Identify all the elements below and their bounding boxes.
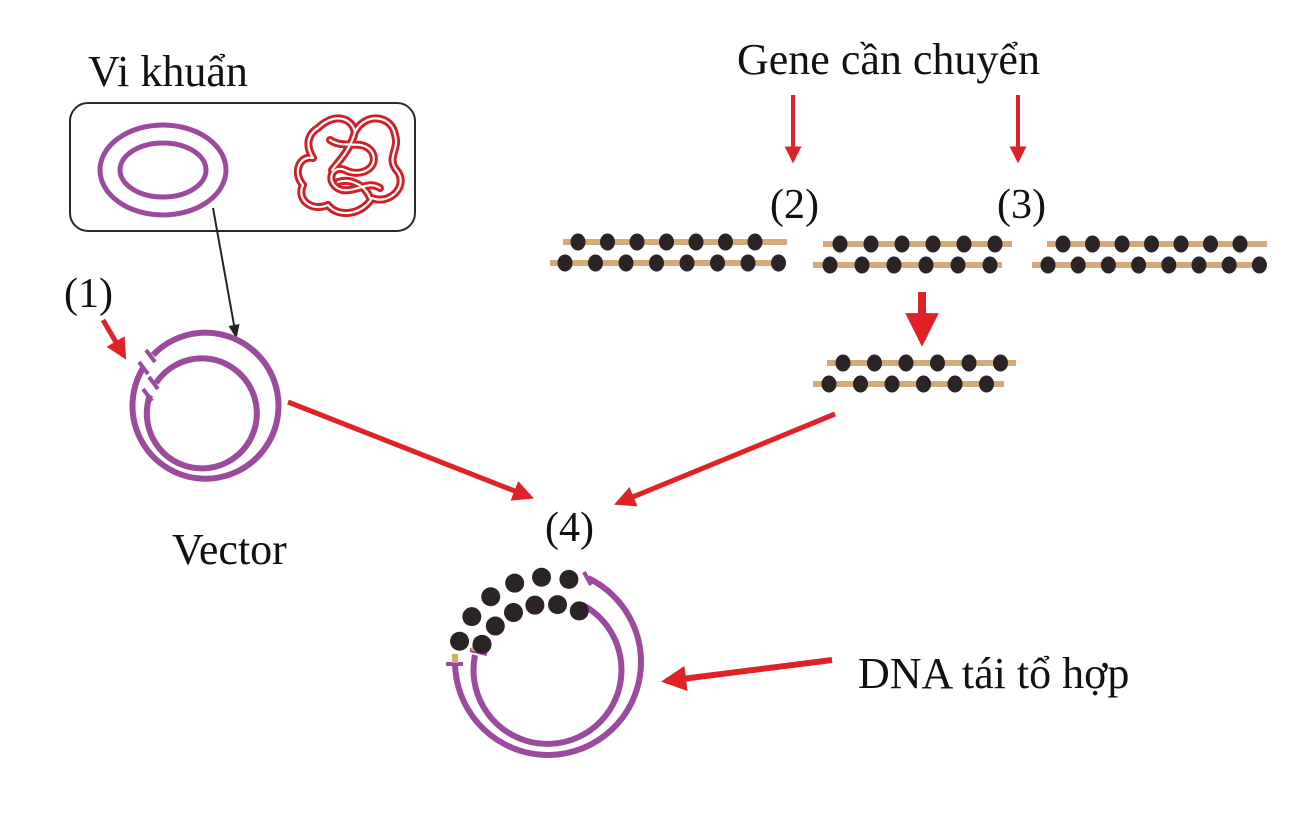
nucleotide: [853, 375, 868, 393]
cut-site-mark: [144, 348, 157, 364]
nucleotide: [987, 235, 1003, 253]
nucleotide: [557, 254, 573, 272]
cut-site-mark: [137, 360, 150, 376]
extraction-pointer-arrow: [212, 207, 240, 339]
nucleotide: [1040, 256, 1056, 274]
nucleotide: [740, 254, 756, 272]
nucleotide: [1144, 235, 1159, 253]
nucleotide: [822, 256, 838, 274]
nucleotide: [771, 254, 786, 272]
cut-site-mark: [141, 387, 154, 403]
nucleotide: [532, 567, 552, 587]
nucleotide: [947, 375, 963, 393]
bacterial-chromosome: [293, 114, 405, 217]
nucleotide: [916, 375, 931, 393]
nucleotide: [961, 354, 977, 372]
cut-site-mark: [147, 375, 160, 391]
nucleotide: [548, 595, 568, 615]
nucleotide: [688, 233, 704, 251]
nucleotide: [485, 616, 505, 636]
bacteria-label: Vi khuẩn: [88, 47, 248, 96]
bacteria-cell: [69, 102, 416, 232]
nucleotide: [481, 587, 501, 607]
nucleotide: [979, 375, 994, 393]
nucleotide: [918, 256, 934, 274]
nucleotide: [679, 254, 695, 272]
nucleotide: [993, 354, 1008, 372]
nucleotide: [1203, 235, 1218, 253]
gene-to-transfer-label: Gene cần chuyển: [737, 35, 1040, 84]
nucleotide: [950, 256, 966, 274]
step-2-label: (2): [770, 182, 819, 228]
nucleotide: [747, 233, 763, 251]
ligation-junction: [582, 571, 593, 586]
recombinant-plasmid: [446, 567, 644, 758]
dna-fragment-right: [1032, 235, 1267, 274]
nucleotide: [1232, 235, 1248, 253]
nucleotide: [982, 256, 998, 274]
vector-label: Vector: [172, 525, 287, 574]
nucleotide: [649, 254, 664, 272]
nucleotide: [930, 354, 945, 372]
nucleotide: [559, 569, 579, 589]
step-1-label: (1): [64, 271, 113, 317]
nucleotide: [570, 233, 586, 251]
nucleotide: [1055, 235, 1071, 253]
nucleotide: [1251, 256, 1267, 274]
nucleotide: [854, 256, 870, 274]
dna-fragment-left: [550, 233, 787, 272]
nucleotide: [588, 254, 603, 272]
isolated-gene: [813, 354, 1016, 393]
recombinant-dna-label: DNA tái tổ hợp: [858, 649, 1130, 698]
nucleotide: [956, 235, 972, 253]
nucleotide: [894, 235, 910, 253]
step-1-arrow: [100, 318, 127, 360]
nucleotide: [472, 634, 492, 654]
vector-plasmid: [129, 329, 282, 482]
nucleotide: [1191, 256, 1207, 274]
nucleotide: [898, 354, 914, 372]
nucleotide: [863, 235, 879, 253]
nucleotide: [835, 354, 851, 372]
nucleotide: [1131, 256, 1147, 274]
bacterial-plasmid: [97, 122, 229, 218]
nucleotide: [1070, 256, 1086, 274]
nucleotide: [1085, 235, 1100, 253]
nucleotide: [1114, 235, 1130, 253]
nucleotide: [1100, 256, 1116, 274]
nucleotide: [718, 233, 733, 251]
nucleotide: [600, 233, 615, 251]
step-3-label: (3): [997, 182, 1046, 228]
nucleotide: [618, 254, 634, 272]
nucleotide: [503, 603, 523, 623]
recombinant-label-arrow: [660, 657, 833, 691]
dna-fragment-gene: [813, 235, 1012, 274]
gene-to-ligation-arrow: [614, 411, 836, 507]
nucleotide: [821, 375, 837, 393]
nucleotide: [462, 607, 482, 627]
nucleotide: [886, 256, 902, 274]
vector-to-ligation-arrow: [287, 399, 534, 501]
nucleotide: [925, 235, 941, 253]
nucleotide: [659, 233, 674, 251]
nucleotide: [569, 601, 589, 621]
nucleotide: [525, 595, 545, 615]
nucleotide: [1221, 256, 1237, 274]
nucleotide: [710, 254, 725, 272]
nucleotide: [832, 235, 848, 253]
nucleotide: [629, 233, 645, 251]
nucleotide: [1161, 256, 1177, 274]
step-4-label: (4): [545, 505, 594, 551]
nucleotide: [505, 573, 525, 593]
nucleotide: [450, 631, 470, 651]
nucleotide: [1173, 235, 1189, 253]
nucleotide: [867, 354, 882, 372]
nucleotide: [884, 375, 900, 393]
